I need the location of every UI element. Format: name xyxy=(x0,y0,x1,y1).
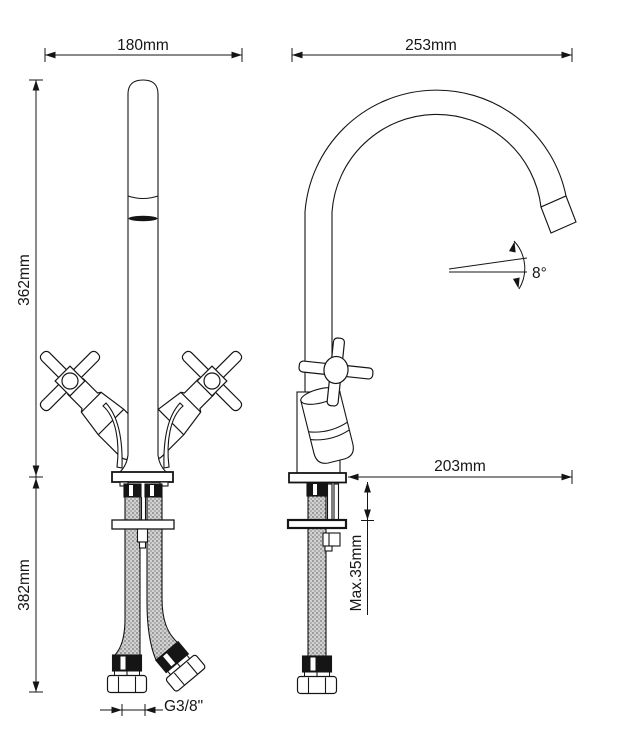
mounting-stud xyxy=(140,497,147,520)
side-base-flange xyxy=(288,472,347,484)
right-shoulder xyxy=(163,402,184,469)
aerator-outlet xyxy=(128,215,158,222)
side-cross-handle xyxy=(298,337,374,407)
aerator-joint-line xyxy=(127,195,159,200)
side-hose-fitting xyxy=(296,655,338,695)
dim-label-side-depth: 253mm xyxy=(405,37,457,54)
dim-front-heights: 362mm 382mm xyxy=(16,79,43,693)
stud-lock-nut xyxy=(136,528,149,543)
dim-thread-size: G3/8" xyxy=(100,698,203,716)
dim-label-spout-height: 362mm xyxy=(16,254,33,306)
dim-spout-angle: 8° xyxy=(448,240,547,290)
spout-column xyxy=(118,79,168,473)
left-shoulder xyxy=(102,402,123,469)
side-view xyxy=(286,89,577,695)
dim-front-overall-width: 180mm xyxy=(44,37,243,62)
side-mounting-plate xyxy=(286,518,348,530)
dim-side-reach: 203mm xyxy=(347,458,573,484)
dim-side-overall-depth: 253mm xyxy=(291,37,573,62)
hose-fitting-straight xyxy=(106,654,148,694)
base-flange xyxy=(111,471,174,483)
dimensions: 180mm 253mm 362mm 382mm xyxy=(16,37,573,716)
dim-label-hose-length: 382mm xyxy=(16,559,33,611)
side-stud-lock-nut xyxy=(322,532,341,552)
dim-label-spout-reach: 203mm xyxy=(434,458,486,475)
front-view xyxy=(14,79,268,694)
dim-label-spout-angle: 8° xyxy=(532,265,547,282)
spout-tip xyxy=(540,195,577,234)
side-handle-body xyxy=(300,387,354,464)
dim-max-counter-thickness: Max.35mm xyxy=(348,481,374,615)
side-mounting-stud xyxy=(326,483,340,521)
dim-label-thread: G3/8" xyxy=(164,698,203,715)
dim-label-front-width: 180mm xyxy=(117,37,169,54)
mounting-plate xyxy=(111,519,175,530)
dim-label-max-thickness: Max.35mm xyxy=(348,535,365,612)
